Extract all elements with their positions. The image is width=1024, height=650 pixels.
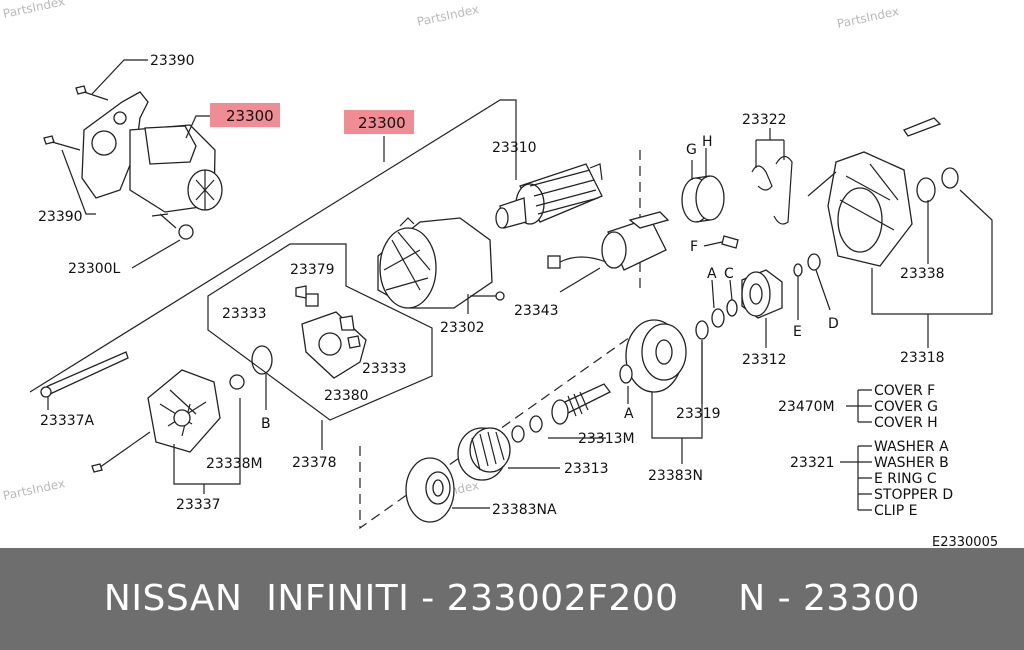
label-23300L: 23300L [68, 261, 121, 277]
leader-23390-top [91, 59, 148, 95]
legend-item-e-ring-c: E RING C [874, 471, 937, 487]
label-h: H [702, 134, 713, 150]
label-a-upper: A [707, 266, 717, 282]
leader-a-up [711, 279, 715, 309]
leader-23390-bot [61, 149, 96, 215]
rear-housing-illustration [91, 369, 245, 473]
label-23338M: 23338M [206, 456, 263, 472]
label-g: G [686, 142, 697, 158]
label-23333-right: 23333 [362, 361, 407, 377]
shaft-illustration [511, 383, 611, 443]
label-f: F [690, 239, 698, 255]
highlight-box-group [344, 110, 414, 134]
label-23378: 23378 [292, 455, 337, 471]
pinion-illustration [741, 269, 783, 319]
washer-b-illustration [251, 345, 273, 375]
brush-holder-illustration [295, 285, 367, 379]
label-c: C [724, 266, 734, 282]
label-23380: 23380 [324, 388, 369, 404]
legend-bracket-23321 [840, 445, 872, 511]
legend-item-washer-a: WASHER A [874, 439, 949, 455]
leader-f [703, 241, 723, 247]
label-23343: 23343 [514, 303, 559, 319]
legend-item-cover-g: COVER G [874, 399, 938, 415]
covers-fgh-illustration [681, 175, 739, 249]
clips-23322-illustration [751, 155, 793, 225]
label-23310: 23310 [492, 140, 537, 156]
label-a-lower: A [624, 406, 634, 422]
leader-23322 [755, 128, 785, 168]
label-23302: 23302 [440, 320, 485, 336]
label-23337: 23337 [176, 497, 221, 513]
legend-item-washer-b: WASHER B [874, 455, 949, 471]
label-23300-assembly: 23300 [226, 107, 274, 125]
leader-23337 [173, 398, 241, 494]
leader-23343 [559, 267, 601, 293]
label-23313: 23313 [564, 461, 609, 477]
legend-code-23321: 23321 [790, 455, 835, 471]
yoke-illustration [377, 217, 505, 309]
watermark-top-center: PartsIndex [416, 2, 481, 29]
rings-ace-illustration [711, 253, 821, 328]
footer-banner: NISSAN INFINITI - 233002F200 N - 23300 [0, 548, 1024, 650]
cover-23383NA-illustration [405, 457, 455, 523]
label-23390-bottom: 23390 [38, 209, 83, 225]
label-23313M: 23313M [578, 431, 635, 447]
label-d: D [828, 316, 839, 332]
watermark-bottom-left: PartsIndex [2, 476, 67, 503]
label-23379: 23379 [290, 262, 335, 278]
label-e: E [793, 324, 802, 340]
leader-23300L [131, 239, 181, 269]
label-23383NA: 23383NA [492, 502, 557, 518]
group-bracket-23300 [29, 99, 517, 393]
label-23337A: 23337A [40, 413, 95, 429]
highlight-box-assembly [210, 103, 280, 127]
parts-diagram: PartsIndex PartsIndex PartsIndex PartsIn… [2, 0, 998, 548]
gear-23313-illustration [457, 427, 511, 481]
group-outline-23378 [207, 243, 433, 421]
ring-a-lower-illustration [619, 364, 633, 384]
watermark-top-right: PartsIndex [836, 4, 901, 31]
drawing-code: E2330005 [932, 535, 998, 548]
front-housing-illustration [807, 117, 959, 267]
leader-d [815, 269, 831, 311]
legend-item-clip-e: CLIP E [874, 503, 917, 519]
label-23390-top: 23390 [150, 53, 195, 69]
label-23338: 23338 [900, 266, 945, 282]
through-bolt-illustration [40, 351, 129, 398]
label-23322: 23322 [742, 112, 787, 128]
footer-title: NISSAN INFINITI - 233002F200 N - 23300 [103, 578, 921, 619]
solenoid-illustration [547, 211, 670, 271]
label-23312: 23312 [742, 352, 787, 368]
legend-bracket-23470M [846, 389, 872, 423]
legend-item-cover-h: COVER H [874, 415, 938, 431]
label-b: B [261, 416, 271, 432]
leader-23318 [871, 189, 993, 348]
label-23318: 23318 [900, 350, 945, 366]
label-23383N: 23383N [648, 468, 703, 484]
legend-code-23470M: 23470M [778, 399, 835, 415]
legend-item-stopper-d: STOPPER D [874, 487, 953, 503]
label-23300-group: 23300 [358, 114, 406, 132]
leader-23300-small [185, 115, 212, 139]
label-23333-left: 23333 [222, 306, 267, 322]
starter-assembly-illustration [43, 85, 223, 240]
gear-cover-23383N-illustration [625, 319, 709, 393]
armature-illustration [495, 163, 603, 229]
watermark-top-left: PartsIndex [2, 0, 67, 21]
label-23319: 23319 [676, 406, 721, 422]
legend-item-cover-f: COVER F [874, 383, 935, 399]
leader-c [729, 279, 733, 301]
